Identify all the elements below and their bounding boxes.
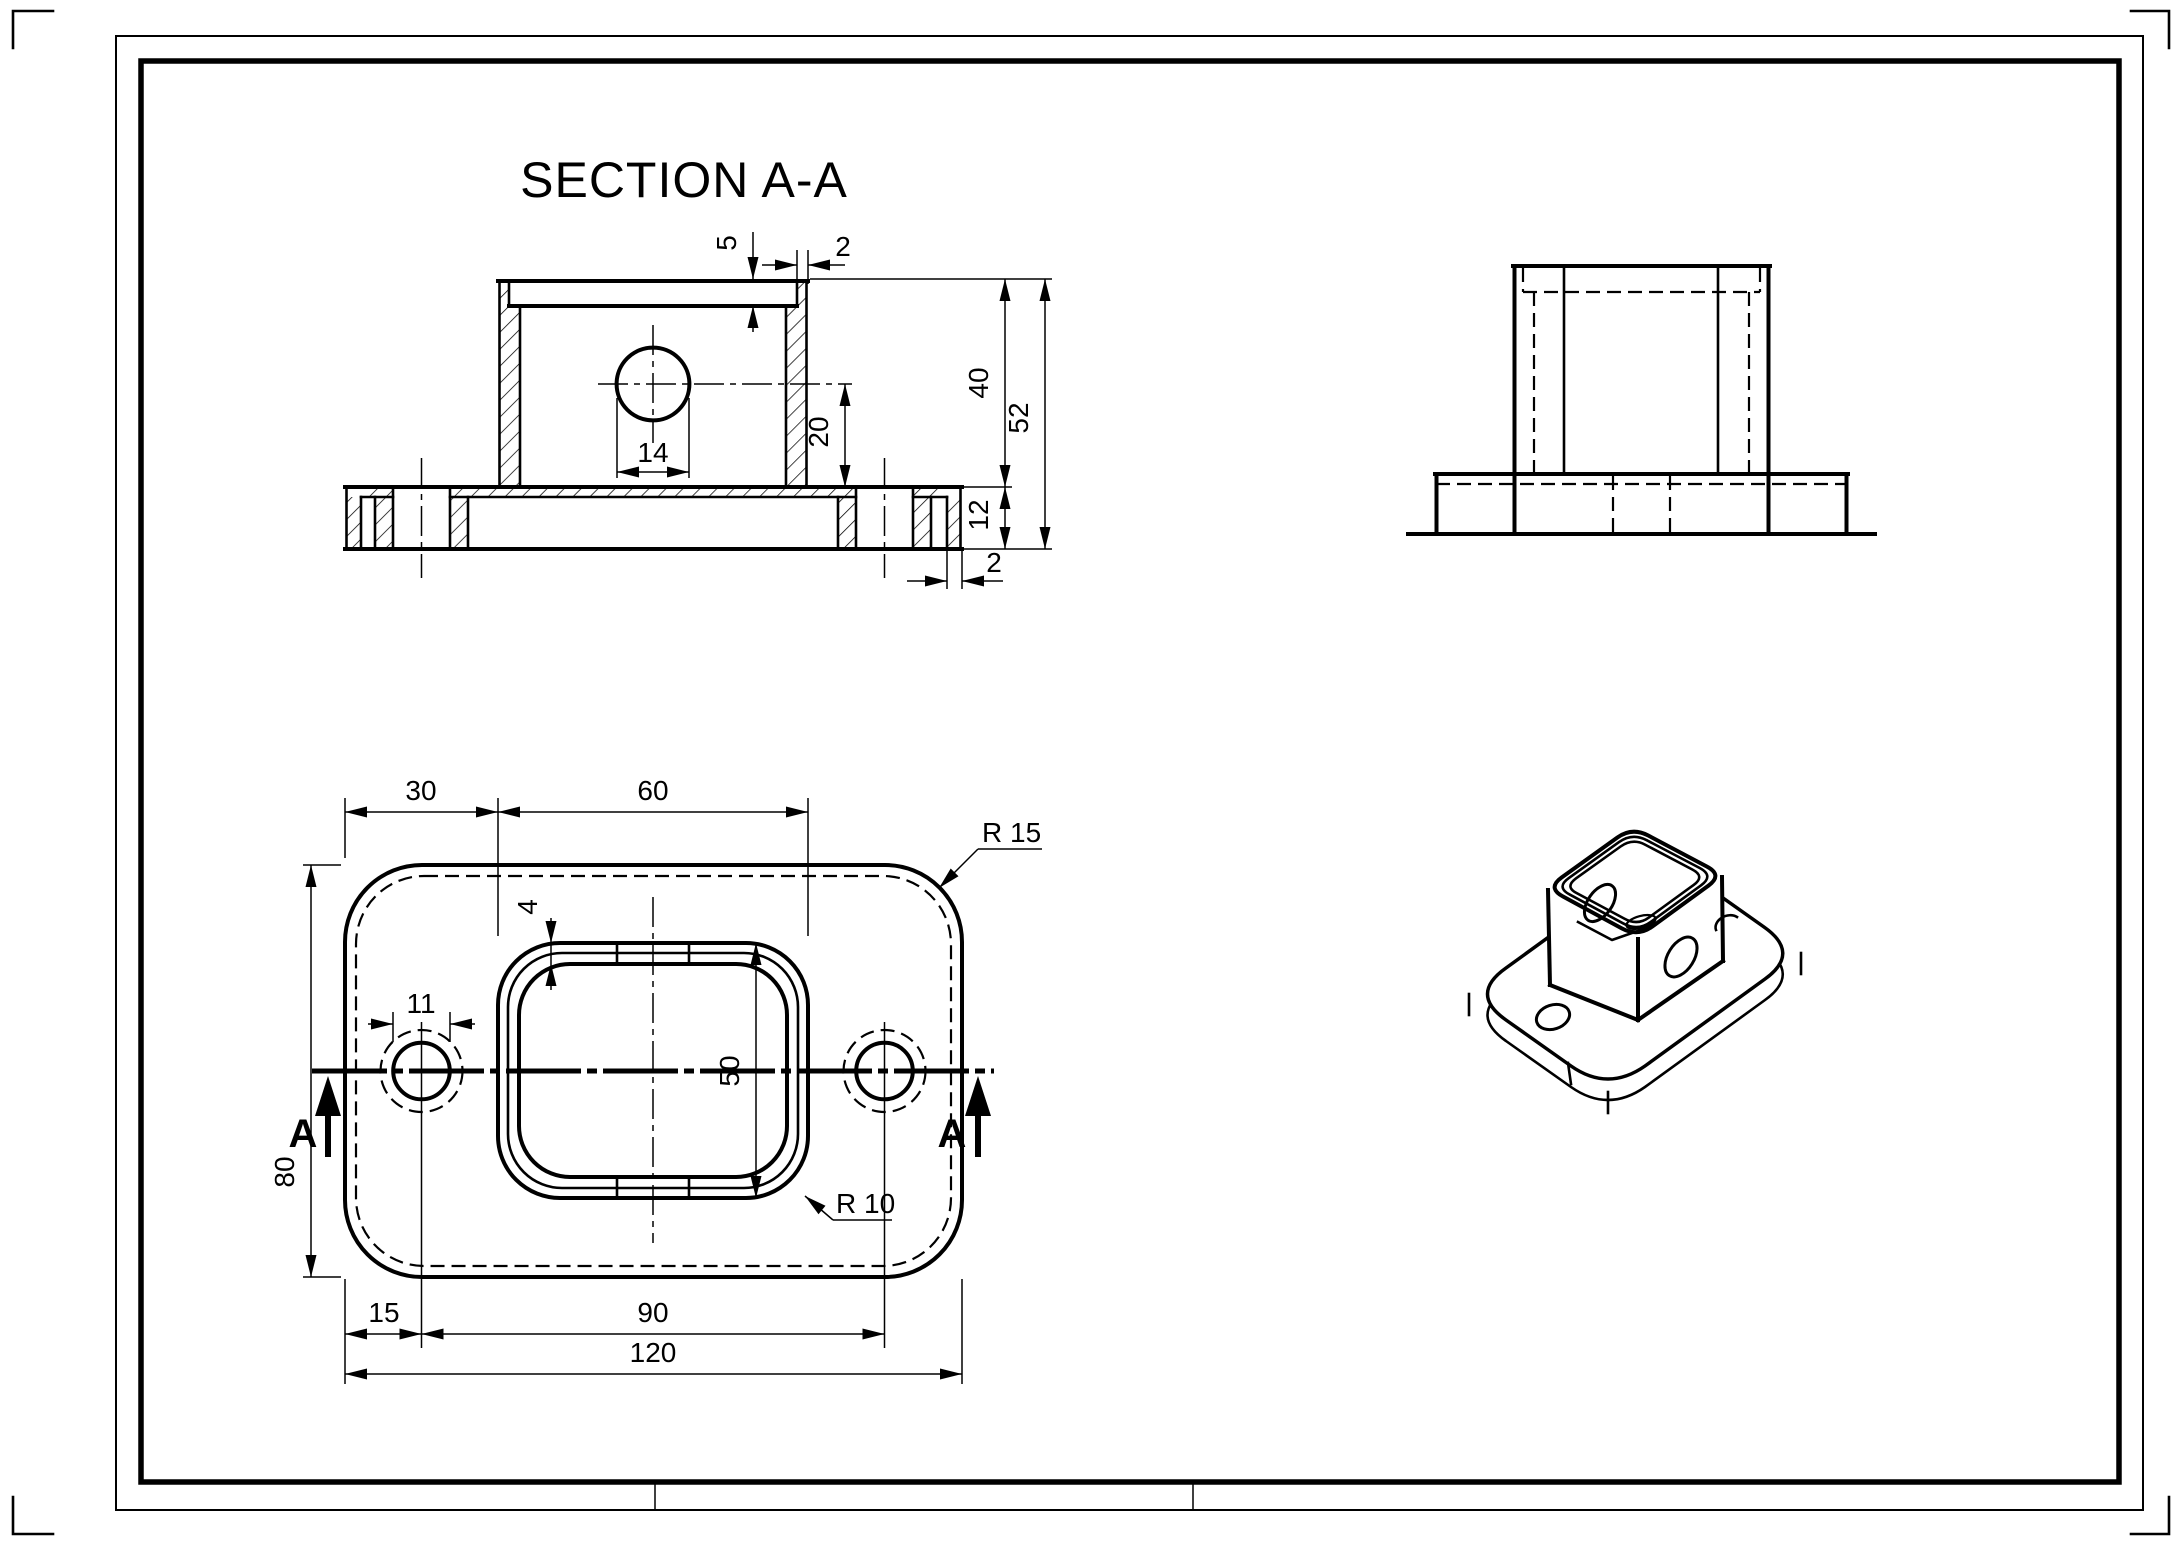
section-dimensions: 5 2 14 20	[616, 231, 1052, 589]
isometric-view	[1467, 829, 1803, 1115]
dim-top-wall: 2	[835, 231, 851, 262]
boss-rim-mid	[1561, 835, 1709, 929]
dim-hole-height: 20	[803, 416, 834, 447]
section-view: SECTION A-A	[343, 152, 1052, 589]
boss-rim-inner	[1569, 840, 1701, 924]
cut-label-left: A	[289, 1112, 318, 1156]
far-wall-hole	[1625, 913, 1657, 931]
dim-top-wall-plan: 4	[512, 899, 543, 915]
cut-label-right: A	[938, 1112, 967, 1156]
dim-flange-width: 120	[630, 1337, 677, 1368]
dim-boss-height: 40	[963, 367, 994, 398]
section-centerlines	[420, 325, 886, 578]
dim-corner-radius: R 15	[982, 817, 1041, 848]
iso-bolt-hole-partial	[1714, 913, 1739, 932]
dim-overall-height: 52	[1003, 402, 1034, 433]
outer-border	[115, 35, 2144, 1511]
section-hatching	[347, 281, 961, 549]
dim-hole-diameter: 14	[637, 437, 668, 468]
corner-mark-top-right	[2129, 9, 2171, 50]
dim-fillet-radius: R 10	[836, 1188, 895, 1219]
drawing-frame	[11, 9, 2171, 1536]
plan-view: A A 30 60 4	[269, 775, 1042, 1384]
dim-boss-width: 60	[637, 775, 668, 806]
dim-lip-thickness: 5	[711, 235, 742, 251]
dim-boss-offset: 30	[405, 775, 436, 806]
dim-hole-spacing: 90	[637, 1297, 668, 1328]
section-title: SECTION A-A	[520, 152, 848, 208]
plan-dimensions: 30 60 4 11 50 R 15	[269, 775, 1042, 1384]
dim-hole-edge-offset: 15	[368, 1297, 399, 1328]
dim-bolt-hole-diameter: 11	[406, 988, 435, 1019]
dim-boss-depth: 50	[714, 1055, 745, 1086]
dim-bottom-wall: 2	[986, 547, 1002, 578]
cavity-floor-edge	[1576, 920, 1657, 942]
corner-mark-bottom-left	[11, 1495, 55, 1536]
corner-mark-bottom-right	[2129, 1495, 2171, 1536]
boss-rim-outer	[1552, 829, 1718, 935]
corner-mark-top-left	[11, 9, 55, 50]
iso-bolt-hole	[1534, 1002, 1572, 1032]
inner-border	[138, 58, 2122, 1485]
dim-flange-depth: 80	[269, 1156, 300, 1187]
inner-wall-hole	[1582, 882, 1618, 924]
side-wall-hole	[1663, 935, 1699, 979]
side-view	[1406, 264, 1877, 536]
dim-flange-thickness: 12	[963, 499, 994, 530]
